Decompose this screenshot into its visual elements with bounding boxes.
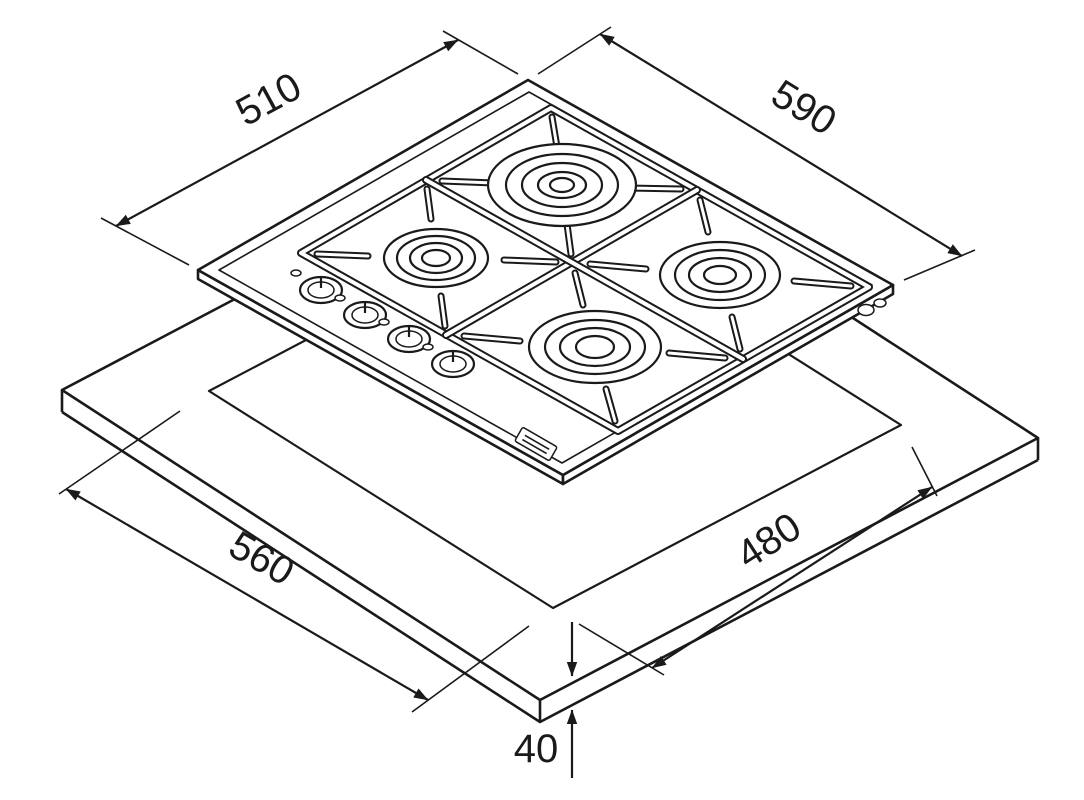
extension-line	[911, 446, 938, 497]
control-knobs	[290, 269, 476, 379]
extension-line	[578, 623, 665, 676]
gas-inlet-fitting	[857, 303, 875, 317]
grate-bar-horizontal	[424, 178, 745, 361]
extension-line	[442, 30, 519, 75]
knob-4	[422, 343, 476, 379]
knob-2	[334, 294, 388, 330]
dimension-line-480	[651, 486, 933, 669]
dimension-line-590	[599, 33, 963, 257]
dimension-label-510: 510	[229, 64, 309, 135]
knob-3	[378, 318, 432, 354]
dimension-label-590: 590	[764, 72, 844, 144]
burner-top	[486, 142, 638, 228]
extension-line	[903, 249, 976, 281]
extension-line	[100, 217, 190, 266]
burner-bottom	[527, 309, 663, 385]
extension-line	[537, 26, 612, 75]
dimension-worktop-thickness: 40	[514, 622, 578, 778]
burner-right	[658, 240, 782, 310]
gas-inlet-fitting	[873, 298, 887, 308]
burner-left	[382, 227, 490, 289]
dimension-label-40: 40	[514, 727, 559, 771]
dimension-line-560	[65, 488, 429, 701]
brand-badge	[514, 427, 558, 461]
extension-line	[58, 410, 181, 495]
knob-1	[290, 269, 344, 305]
dimension-line-510	[115, 39, 459, 227]
extension-line	[411, 625, 530, 713]
